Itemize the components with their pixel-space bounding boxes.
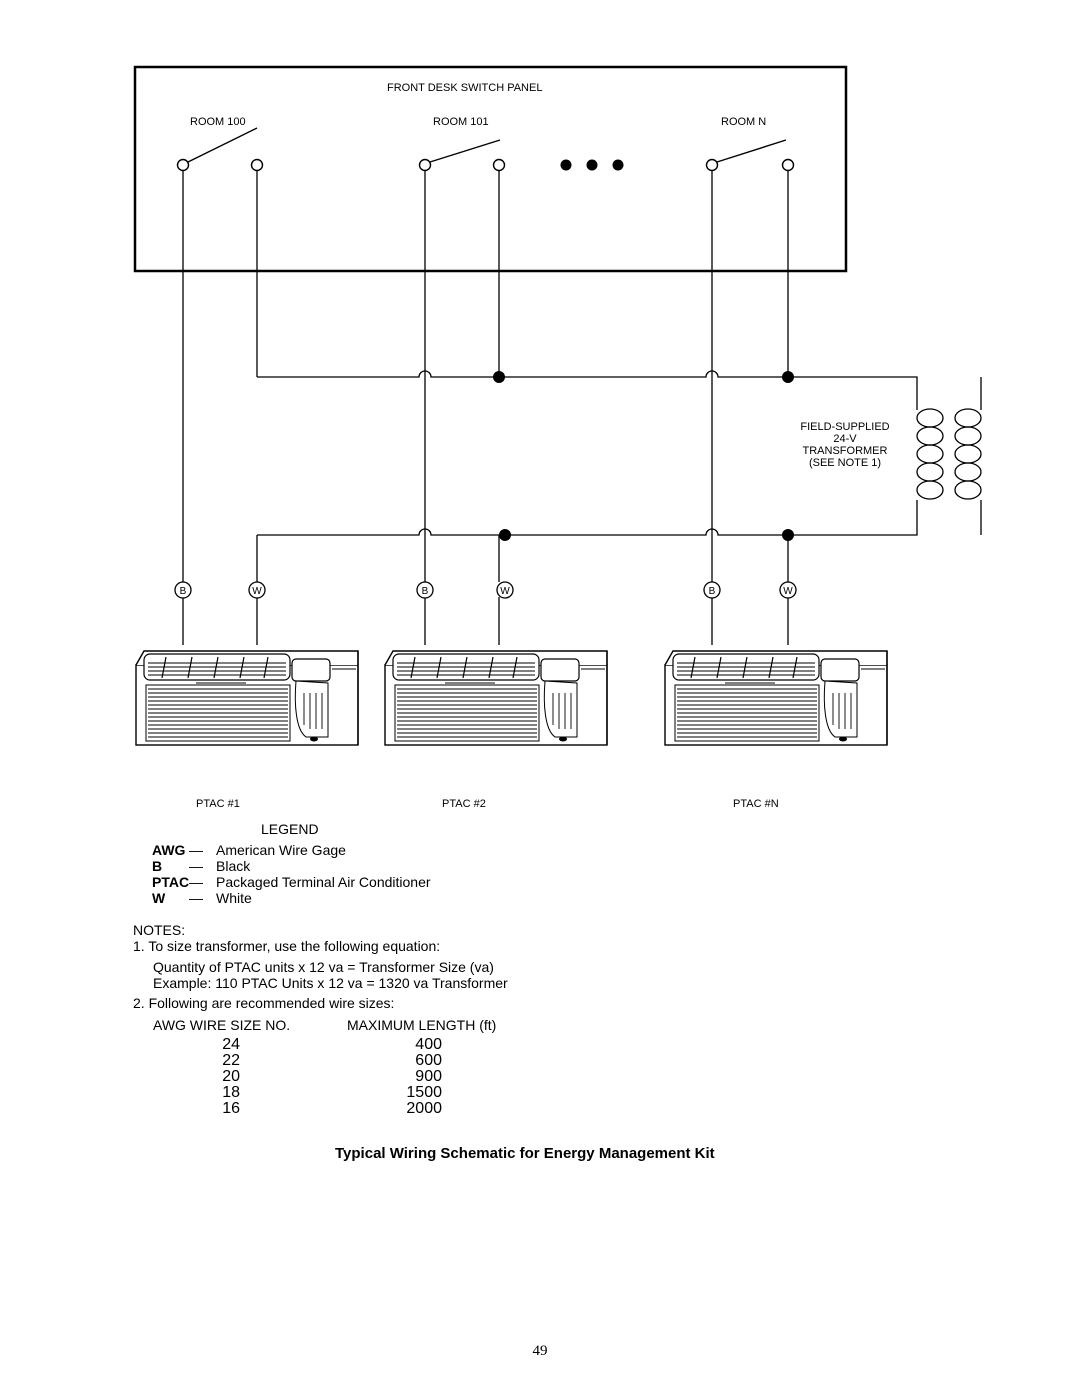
- junction-dots: [493, 371, 794, 541]
- table-cell: 22: [222, 1052, 240, 1069]
- wire-table-header: AWG WIRE SIZE NO.: [153, 1017, 291, 1033]
- terminal-b-label: B: [709, 586, 716, 597]
- legend-dash: —: [189, 890, 203, 906]
- terminal-b-label: B: [422, 586, 429, 597]
- table-cell: 16: [222, 1100, 240, 1117]
- table-cell: 600: [415, 1052, 442, 1069]
- legend-abbr: B: [152, 858, 163, 874]
- front-desk-switch-panel: [133, 65, 848, 273]
- table-cell: 20: [222, 1068, 240, 1085]
- legend-dash: —: [189, 858, 203, 874]
- room-label-n: ROOM N: [721, 116, 767, 128]
- terminal-b-label: B: [180, 586, 187, 597]
- table-cell: 18: [222, 1084, 240, 1101]
- panel-title: FRONT DESK SWITCH PANEL: [387, 82, 543, 94]
- transformer-label-line: (SEE NOTE 1): [808, 457, 882, 469]
- table-cell: 1500: [406, 1084, 442, 1101]
- table-cell: 400: [415, 1036, 442, 1053]
- transformer: [916, 377, 982, 535]
- note-1-equation: Quantity of PTAC units x 12 va = Transfo…: [153, 959, 494, 975]
- legend-definition: Black: [216, 858, 251, 874]
- ptac-unit-n: [664, 650, 888, 746]
- table-cell: 2000: [406, 1100, 442, 1117]
- ptac-unit-1: [135, 650, 359, 746]
- legend-definition: American Wire Gage: [216, 842, 346, 858]
- ptac-label-1: PTAC #1: [196, 798, 240, 810]
- legend-abbr: AWG: [152, 842, 186, 858]
- table-cell: 24: [222, 1036, 240, 1053]
- transformer-label-line: TRANSFORMER: [802, 445, 888, 457]
- transformer-label-line: 24-V: [833, 433, 857, 445]
- note-1-example: Example: 110 PTAC Units x 12 va = 1320 v…: [153, 975, 508, 991]
- room-switches: [176, 127, 795, 172]
- legend-abbr: W: [152, 890, 166, 906]
- wiring: [182, 171, 918, 645]
- terminal-w-label: W: [500, 586, 510, 597]
- table-cell: 900: [415, 1068, 442, 1085]
- transformer-label-line: FIELD-SUPPLIED: [800, 421, 890, 433]
- page-number: 49: [532, 1343, 548, 1359]
- legend-dash: —: [189, 842, 203, 858]
- notes-heading: NOTES:: [133, 922, 186, 938]
- ptac-label-n: PTAC #N: [733, 798, 779, 810]
- terminal-circles: [174, 581, 797, 599]
- room-label-100: ROOM 100: [190, 116, 246, 128]
- note-2: 2. Following are recommended wire sizes:: [133, 995, 395, 1011]
- terminal-labels: B W B W B W: [180, 586, 794, 597]
- legend-definition: Packaged Terminal Air Conditioner: [216, 874, 431, 890]
- note-1: 1. To size transformer, use the followin…: [133, 938, 441, 954]
- legend-definition: White: [216, 890, 252, 906]
- transformer-label: FIELD-SUPPLIED 24-V TRANSFORMER (SEE NOT…: [790, 421, 900, 469]
- legend-title: LEGEND: [261, 821, 319, 837]
- wire-table-header: MAXIMUM LENGTH (ft): [347, 1017, 497, 1033]
- ptac-label-2: PTAC #2: [442, 798, 486, 810]
- terminal-w-label: W: [252, 586, 262, 597]
- terminal-w-label: W: [783, 586, 793, 597]
- ptac-unit-2: [384, 650, 608, 746]
- ellipsis-dots: [560, 159, 624, 171]
- legend-abbr: PTAC: [152, 874, 190, 890]
- legend-dash: —: [189, 874, 203, 890]
- room-label-101: ROOM 101: [433, 116, 489, 128]
- figure-caption: Typical Wiring Schematic for Energy Mana…: [335, 1145, 715, 1162]
